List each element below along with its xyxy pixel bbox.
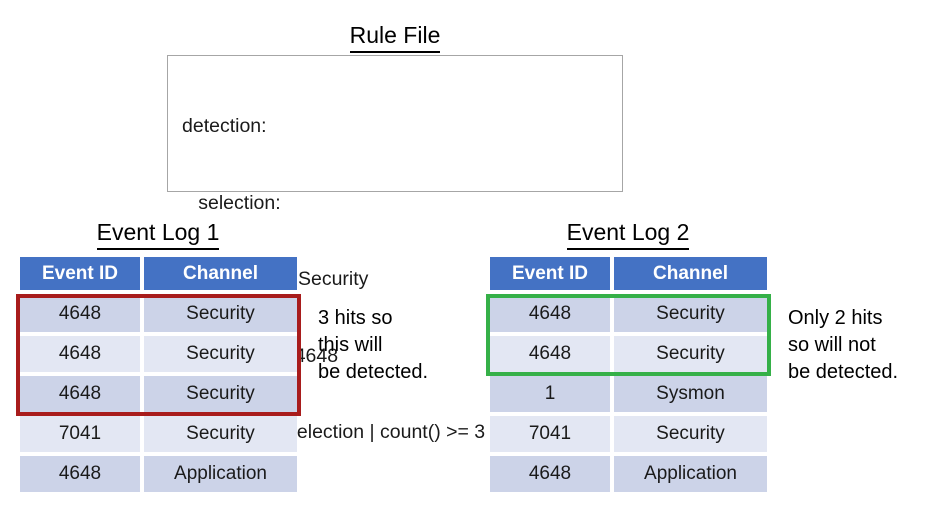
rule-line-detection: detection: (182, 115, 267, 137)
event-log-2-title: Event Log 2 (470, 219, 786, 250)
rule-file-title-text: Rule File (349, 22, 441, 53)
column-header-event-id: Event ID (490, 257, 610, 290)
table-body: 4648 Security 4648 Security 1 Sysmon 704… (490, 296, 767, 492)
column-header-event-id: Event ID (20, 257, 140, 290)
table-row: 4648 Security (20, 336, 297, 372)
cell-event-id: 4648 (20, 376, 140, 412)
event-log-2-title-text: Event Log 2 (566, 219, 690, 250)
cell-event-id: 7041 (20, 416, 140, 452)
cell-event-id: 4648 (20, 296, 140, 332)
event-log-1-table: Event ID Channel 4648 Security 4648 Secu… (20, 257, 297, 496)
cell-event-id: 4648 (490, 456, 610, 492)
table-row: 7041 Security (20, 416, 297, 452)
cell-channel: Security (614, 296, 767, 332)
event-log-1-title-text: Event Log 1 (96, 219, 220, 250)
cell-event-id: 4648 (20, 456, 140, 492)
table-row: 7041 Security (490, 416, 767, 452)
table-row: 1 Sysmon (490, 376, 767, 412)
cell-event-id: 4648 (20, 336, 140, 372)
cell-channel: Sysmon (614, 376, 767, 412)
cell-channel: Application (614, 456, 767, 492)
table-row: 4648 Security (20, 376, 297, 412)
annotation-event-log-2: Only 2 hits so will not be detected. (788, 307, 899, 383)
cell-channel: Security (144, 296, 297, 332)
table-row: 4648 Security (490, 336, 767, 372)
rule-line-selection: selection: (182, 191, 281, 214)
cell-channel: Security (144, 416, 297, 452)
rule-file-box: detection: selection: Channel: Security … (167, 55, 623, 443)
column-header-channel: Channel (144, 257, 297, 290)
table-body: 4648 Security 4648 Security 4648 Securit… (20, 296, 297, 492)
cell-channel: Security (614, 416, 767, 452)
annotation-event-log-1: 3 hits so this will be detected. (318, 307, 429, 383)
cell-channel: Application (144, 456, 297, 492)
table-row: 4648 Security (20, 296, 297, 332)
event-log-2-table: Event ID Channel 4648 Security 4648 Secu… (490, 257, 767, 496)
cell-event-id: 1 (490, 376, 610, 412)
table-row: 4648 Application (20, 456, 297, 492)
cell-event-id: 4648 (490, 296, 610, 332)
cell-channel: Security (144, 376, 297, 412)
rule-file-title: Rule File (0, 22, 790, 53)
table-header-row: Event ID Channel (20, 257, 297, 290)
table-header-row: Event ID Channel (490, 257, 767, 290)
cell-event-id: 4648 (490, 336, 610, 372)
table-row: 4648 Application (490, 456, 767, 492)
table-row: 4648 Security (490, 296, 767, 332)
cell-channel: Security (144, 336, 297, 372)
cell-channel: Security (614, 336, 767, 372)
cell-event-id: 7041 (490, 416, 610, 452)
column-header-channel: Channel (614, 257, 767, 290)
event-log-1-title: Event Log 1 (0, 219, 316, 250)
